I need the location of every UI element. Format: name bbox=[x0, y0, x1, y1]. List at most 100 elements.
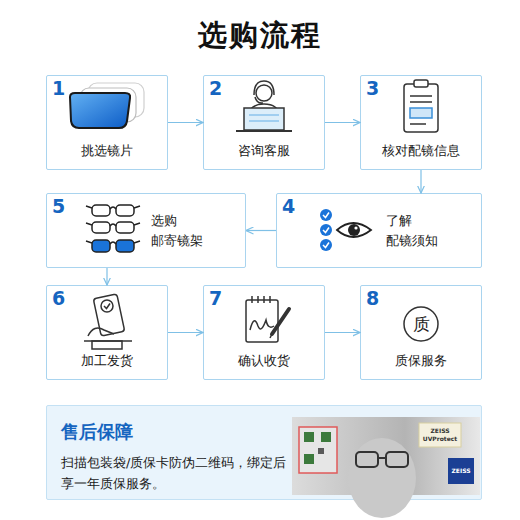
step-label: 选购 邮寄镜架 bbox=[151, 210, 213, 250]
receipt-icon bbox=[272, 309, 289, 334]
step-number: 2 bbox=[209, 77, 222, 99]
warranty-icon bbox=[404, 307, 438, 341]
product-photo bbox=[378, 457, 386, 459]
flow-arrow bbox=[246, 230, 276, 231]
checklist-icon bbox=[414, 80, 428, 87]
product-photo bbox=[321, 432, 331, 442]
step-number: 4 bbox=[282, 195, 295, 217]
shipping-icon bbox=[84, 340, 132, 342]
checklist-icon bbox=[410, 101, 432, 103]
service-icon bbox=[236, 81, 292, 131]
flow-arrow bbox=[168, 332, 203, 333]
product-photo bbox=[304, 454, 314, 464]
frames-icon bbox=[92, 205, 110, 216]
frames-icon bbox=[116, 205, 134, 216]
receipt-icon bbox=[250, 320, 274, 330]
flow-arrow bbox=[325, 332, 360, 333]
checklist-icon bbox=[404, 84, 438, 132]
checklist-icon bbox=[410, 95, 432, 97]
step-label: 加工发货 bbox=[47, 352, 167, 370]
notice-icon bbox=[348, 224, 360, 236]
notice-icon bbox=[320, 209, 371, 251]
diagram-title: 选购流程 bbox=[0, 16, 520, 56]
tag-text: ZEISS UVProtect bbox=[420, 427, 460, 443]
shipping-icon bbox=[104, 304, 110, 309]
service-icon bbox=[244, 108, 284, 130]
panel-body: 扫描包装袋/质保卡防伪二维码，绑定后享一年质保服务。 bbox=[61, 452, 295, 495]
frames-icon bbox=[86, 241, 140, 244]
product-photo bbox=[448, 458, 474, 484]
step-box: 8 质保服务 bbox=[360, 285, 482, 380]
flow-arrow bbox=[325, 122, 360, 123]
product-photo bbox=[356, 452, 378, 467]
receipt-icon bbox=[246, 300, 278, 342]
receipt-icon bbox=[270, 334, 272, 338]
frames-icon bbox=[92, 240, 110, 252]
receipt-icon bbox=[246, 296, 289, 342]
step-label: 确认收货 bbox=[204, 352, 324, 370]
step-box: 4 了解 配镜须知 bbox=[276, 193, 482, 268]
step-label: 了解 配镜须知 bbox=[386, 210, 448, 250]
step-number: 1 bbox=[52, 77, 65, 99]
flow-arrow bbox=[106, 268, 107, 285]
frames-icon bbox=[86, 205, 140, 252]
step-number: 8 bbox=[366, 287, 379, 309]
product-photo bbox=[318, 448, 324, 454]
info-panel: 售后保障扫描包装袋/质保卡防伪二维码，绑定后享一年质保服务。 bbox=[46, 405, 482, 500]
panel-heading: 售后保障 bbox=[61, 420, 133, 444]
lens-icon bbox=[70, 93, 130, 128]
flow-arrow bbox=[420, 170, 421, 193]
product-photo bbox=[292, 417, 480, 518]
checklist-icon bbox=[404, 80, 438, 132]
frames-icon bbox=[116, 222, 134, 233]
service-icon bbox=[255, 97, 263, 103]
product-photo bbox=[292, 417, 480, 495]
lens-icon bbox=[88, 83, 144, 117]
step-number: 5 bbox=[52, 195, 65, 217]
notice-icon bbox=[320, 209, 332, 221]
product-photo bbox=[386, 452, 408, 467]
product-photo bbox=[299, 427, 337, 473]
product-photo bbox=[348, 438, 416, 518]
step-box: 2 咨询客服 bbox=[203, 75, 325, 170]
shipping-icon bbox=[88, 328, 114, 336]
product-photo bbox=[419, 423, 461, 447]
step-box: 6 加工发货 bbox=[46, 285, 168, 380]
frames-icon bbox=[92, 222, 110, 233]
service-icon bbox=[254, 81, 274, 95]
logo-text: ZEISS bbox=[448, 467, 474, 474]
notice-icon bbox=[320, 224, 332, 236]
step-label: 挑选镜片 bbox=[47, 142, 167, 160]
checklist-icon bbox=[410, 123, 426, 125]
step-number: 7 bbox=[209, 287, 222, 309]
lens-icon bbox=[80, 88, 136, 122]
receipt-icon bbox=[252, 296, 270, 303]
shipping-icon bbox=[84, 294, 132, 349]
shipping-icon bbox=[92, 341, 122, 349]
icon-glyph: 质 bbox=[404, 313, 438, 336]
step-number: 3 bbox=[366, 77, 379, 99]
frames-icon bbox=[116, 240, 134, 252]
notice-icon bbox=[354, 226, 357, 229]
warranty-icon bbox=[404, 307, 438, 341]
product-photo bbox=[304, 432, 314, 442]
step-box: 7 确认收货 bbox=[203, 285, 325, 380]
step-number: 6 bbox=[52, 287, 65, 309]
notice-icon bbox=[320, 239, 332, 251]
service-icon bbox=[256, 85, 272, 101]
service-icon bbox=[236, 130, 292, 132]
step-box: 5 选购 邮寄镜架 bbox=[46, 193, 246, 268]
notice-icon bbox=[323, 213, 329, 248]
shipping-icon bbox=[93, 294, 124, 336]
checklist-icon bbox=[410, 108, 432, 118]
step-box: 3核对配镜信息 bbox=[360, 75, 482, 170]
frames-icon bbox=[86, 223, 140, 226]
step-label: 咨询客服 bbox=[204, 142, 324, 160]
lens-icon bbox=[70, 83, 144, 128]
service-icon bbox=[248, 104, 280, 116]
service-icon bbox=[249, 114, 279, 116]
step-box: 1 挑选镜片 bbox=[46, 75, 168, 170]
step-label: 质保服务 bbox=[361, 352, 481, 370]
